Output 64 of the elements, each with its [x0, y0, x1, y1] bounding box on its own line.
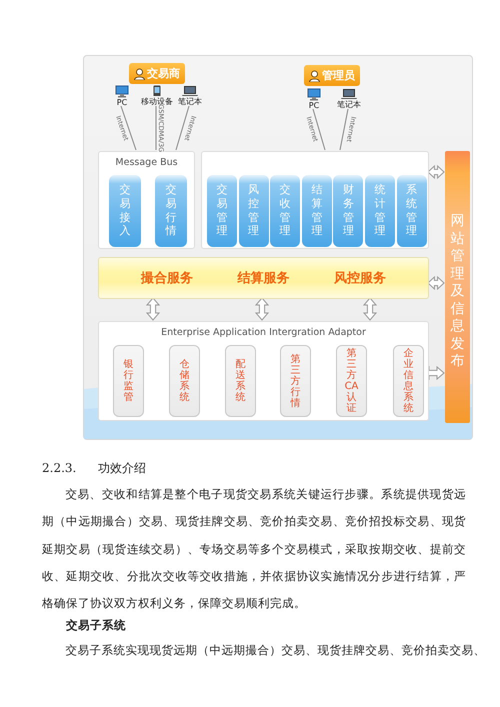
module-column [365, 175, 395, 247]
module-name: 系统管理 [406, 183, 418, 240]
module-panel [98, 151, 195, 249]
module-name: 结算管理 [311, 183, 322, 240]
device-label: 笔记本 [337, 99, 361, 110]
device-label: PC [116, 98, 128, 107]
service-label: 结算服务 [237, 270, 290, 287]
module-column [270, 175, 300, 247]
module-name: 统计管理 [374, 183, 386, 240]
diagram-frame [83, 55, 473, 440]
module-name: 财务管理 [342, 183, 354, 240]
double-arrow [146, 297, 160, 321]
connection-line [120, 106, 136, 150]
double-arrow [254, 297, 270, 321]
module-column [333, 175, 364, 247]
module-name: 企业信息系统 [402, 348, 414, 414]
module-name: 交易管理 [216, 183, 228, 240]
module-column [302, 175, 332, 247]
module-name: 风控管理 [248, 183, 260, 240]
connection-line [176, 106, 190, 150]
device-label: 笔记本 [178, 96, 202, 107]
system-column [280, 345, 311, 417]
subsection-heading: 交易子系统 [66, 617, 126, 634]
panel-heading: Enterprise Application Intergration Adaptor [161, 327, 366, 338]
module-panel [201, 151, 429, 249]
service-label: 风控服务 [334, 270, 386, 287]
double-arrow [427, 276, 445, 290]
section-title: 功效介绍 [98, 460, 146, 477]
module-name: 银行监管 [122, 359, 134, 403]
module-column [238, 175, 269, 247]
module-name: 交收管理 [280, 183, 291, 240]
system-column [169, 345, 200, 417]
body-paragraph: 交易子系统实现现货远期（中远期撮合）交易、现货挂牌交易、竞价拍卖交易、 [64, 642, 482, 659]
module-name: 第三方行情 [289, 354, 302, 408]
connection-line [312, 108, 326, 150]
panel-heading: Message Bus [115, 157, 178, 168]
module-name: 交易接入 [120, 183, 130, 240]
double-arrow [362, 297, 378, 321]
role-badge [129, 63, 185, 84]
connection-line [340, 108, 348, 150]
publish-sidebar [445, 151, 470, 423]
system-column [225, 345, 256, 417]
module-panel [98, 321, 429, 421]
module-name: 交易行情 [166, 183, 176, 240]
service-label: 撮合服务 [141, 270, 194, 287]
section-number: 2.2.3. [42, 460, 76, 477]
sidebar-title: 网站管理及信息发布 [450, 213, 464, 371]
role-name: 交易商 [147, 66, 180, 81]
system-column [393, 345, 424, 417]
body-paragraph: 交易、交收和结算是整个电子现货交易系统关键运行步骤。系统提供现货远期（中远期撮合）交易、现货挂牌交易、竞价拍卖交易、竞价招投标交易、现货延期交易（现货连续交易）、专场交易等多个交易模式，采取按期交收、提前交收、延期交收、分批次交收等交收措施，并依据协议实施情况分步进行结算，严格确保了协议双方权利义务，保障交易顺利完成。 [42, 486, 466, 612]
module-name: 仓储系统 [178, 359, 190, 403]
system-column [113, 345, 144, 417]
module-name: 配送系统 [234, 359, 246, 403]
module-column [155, 175, 187, 247]
module-name: 第三方CA认证 [344, 348, 359, 414]
system-column [336, 345, 367, 417]
role-name: 管理员 [322, 68, 355, 83]
role-badge [304, 65, 360, 86]
module-column [109, 175, 141, 247]
module-column [396, 175, 427, 247]
service-band [98, 257, 429, 299]
double-arrow [427, 164, 445, 180]
module-column [207, 175, 237, 247]
device-label: PC [308, 101, 320, 110]
